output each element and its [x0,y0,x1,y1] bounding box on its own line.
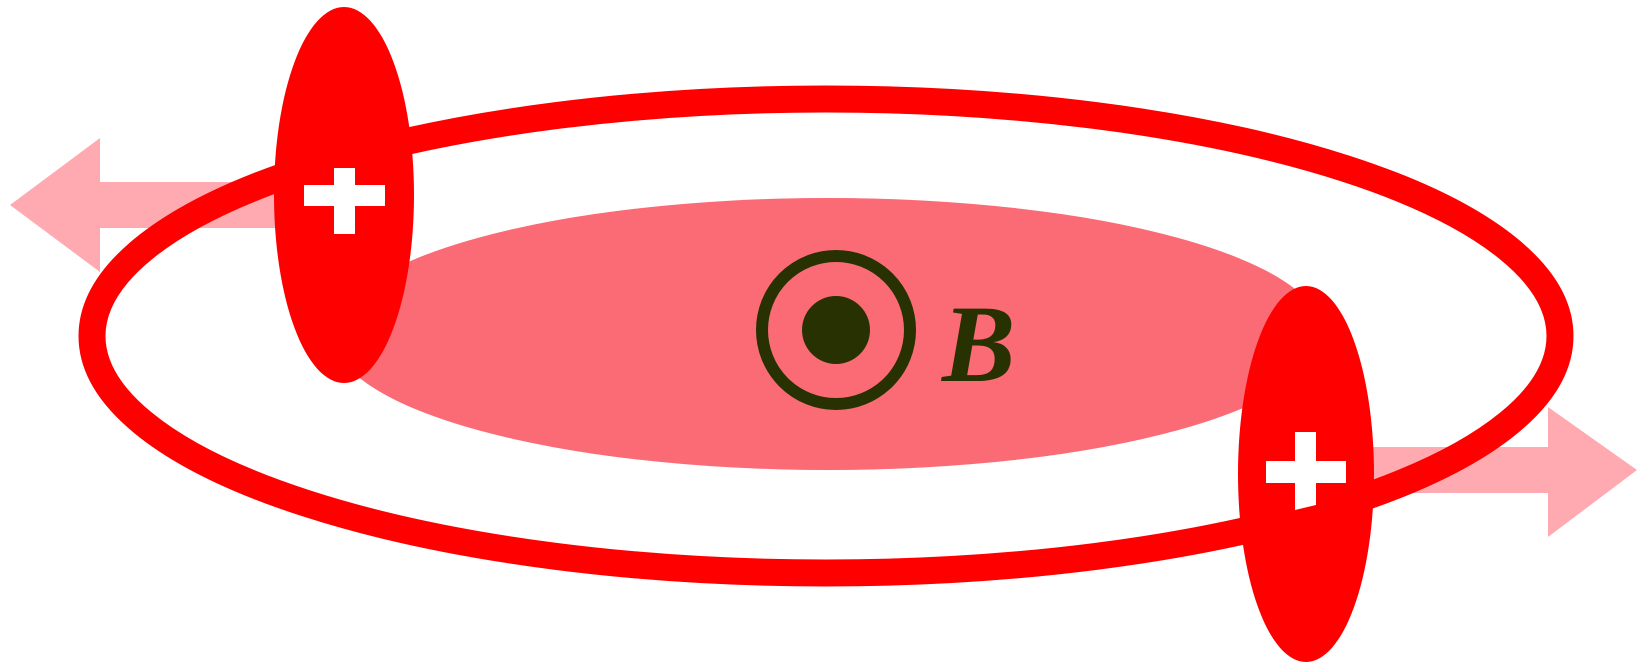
right-positive-charge [1238,286,1374,662]
left-positive-charge [274,7,414,383]
field-symbol-dot [802,296,870,364]
field-label: B [940,283,1015,405]
